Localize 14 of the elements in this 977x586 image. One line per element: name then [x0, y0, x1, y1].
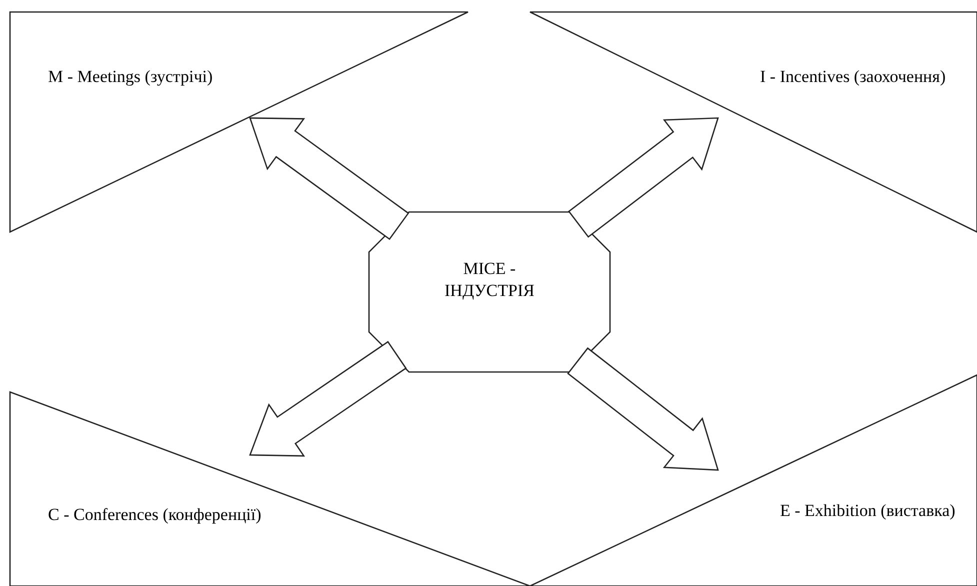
- block-arrow: [249, 117, 410, 240]
- node-label: M - Meetings (зустрічі): [48, 66, 214, 88]
- node-label: MICE - ІНДУСТРІЯ: [444, 258, 536, 302]
- octagon-box: [369, 212, 610, 372]
- triangle-panel: [530, 375, 977, 586]
- triangle-panel: [530, 12, 977, 232]
- triangle-panel: [10, 392, 530, 586]
- triangle-panel: [10, 12, 468, 232]
- node-label: I - Incentives (заохочення): [760, 66, 947, 88]
- block-arrow: [568, 117, 719, 238]
- node-label: E - Exhibition (виставка): [780, 500, 956, 522]
- node-label: C - Conferences (конференції): [48, 504, 262, 526]
- block-arrow: [249, 340, 407, 457]
- block-arrow: [567, 347, 719, 471]
